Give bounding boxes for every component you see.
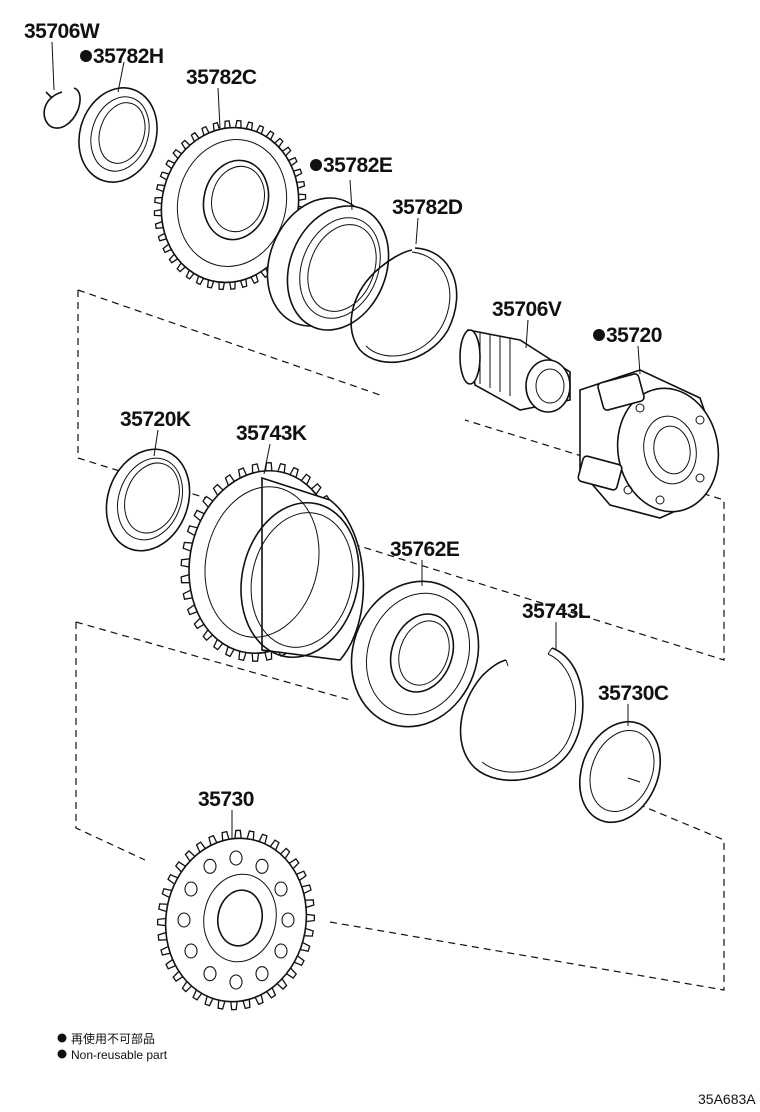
part-labels: 35706W 35782H 35782C 35782E 35782D 35706… <box>24 20 669 811</box>
gear-hole <box>203 966 217 982</box>
part-35730-sun-gear <box>156 829 316 1011</box>
leader-35782D <box>415 217 419 245</box>
label-35782E: 35782E <box>323 154 393 177</box>
gear-hole <box>203 858 217 874</box>
gear-hole <box>281 912 295 928</box>
gear-hole <box>177 912 191 928</box>
label-35720K: 35720K <box>120 408 191 431</box>
leader-35720 <box>637 345 641 375</box>
label-35730C: 35730C <box>598 682 669 705</box>
legend-japanese-text: 再使用不可部品 <box>71 1031 155 1046</box>
leader-lines <box>51 41 641 838</box>
label-35706W: 35706W <box>24 20 100 43</box>
gear-hole <box>229 974 243 990</box>
part-35720K-washer <box>105 448 191 552</box>
figure-code: 35A683A <box>698 1091 756 1107</box>
label-35782D: 35782D <box>392 196 463 219</box>
part-35706W-snap-ring <box>43 87 81 129</box>
part-35720-planetary-carrier <box>577 369 720 519</box>
legend-english-text: Non-reusable part <box>71 1048 168 1062</box>
gear-hole <box>274 881 288 897</box>
leader-35782E <box>349 179 353 211</box>
leader-35782H <box>117 61 125 93</box>
gear-hole <box>255 966 269 982</box>
gear-hole <box>229 850 243 866</box>
label-35730: 35730 <box>198 788 254 811</box>
leader-35782C <box>217 87 221 129</box>
leader-35743K <box>263 443 271 475</box>
part-35782H-washer <box>78 87 158 183</box>
leader-35706V <box>525 319 529 349</box>
part-35762E-bearing <box>350 580 480 728</box>
legend: 再使用不可部品 Non-reusable part <box>57 1031 168 1062</box>
non-reusable-dot-35782H <box>80 50 92 62</box>
gear-hole <box>184 943 198 959</box>
part-35782E-bearing <box>266 197 390 331</box>
part-35743K-ring-gear <box>180 462 365 662</box>
label-35782C: 35782C <box>186 66 257 89</box>
part-35730C-washer <box>578 720 662 824</box>
leader-35720K <box>153 429 159 457</box>
subassembly-boundary-lower <box>75 621 725 991</box>
legend-dot-japanese <box>57 1033 67 1043</box>
leader-35706W <box>51 41 55 91</box>
gear-hole <box>255 858 269 874</box>
label-35782H: 35782H <box>93 45 164 68</box>
label-35720: 35720 <box>606 324 662 347</box>
part-35706V-shaft <box>459 329 571 413</box>
part-35782D-snap-ring <box>350 247 458 364</box>
non-reusable-dot-35782E <box>310 159 322 171</box>
label-35743K: 35743K <box>236 422 307 445</box>
part-35743L-snap-ring <box>459 647 584 781</box>
label-35762E: 35762E <box>390 538 460 561</box>
label-35706V: 35706V <box>492 298 562 321</box>
label-35743L: 35743L <box>522 600 591 623</box>
non-reusable-dot-35720 <box>593 329 605 341</box>
gear-hole <box>274 943 288 959</box>
gear-hole <box>184 881 198 897</box>
legend-dot-english <box>57 1049 67 1059</box>
